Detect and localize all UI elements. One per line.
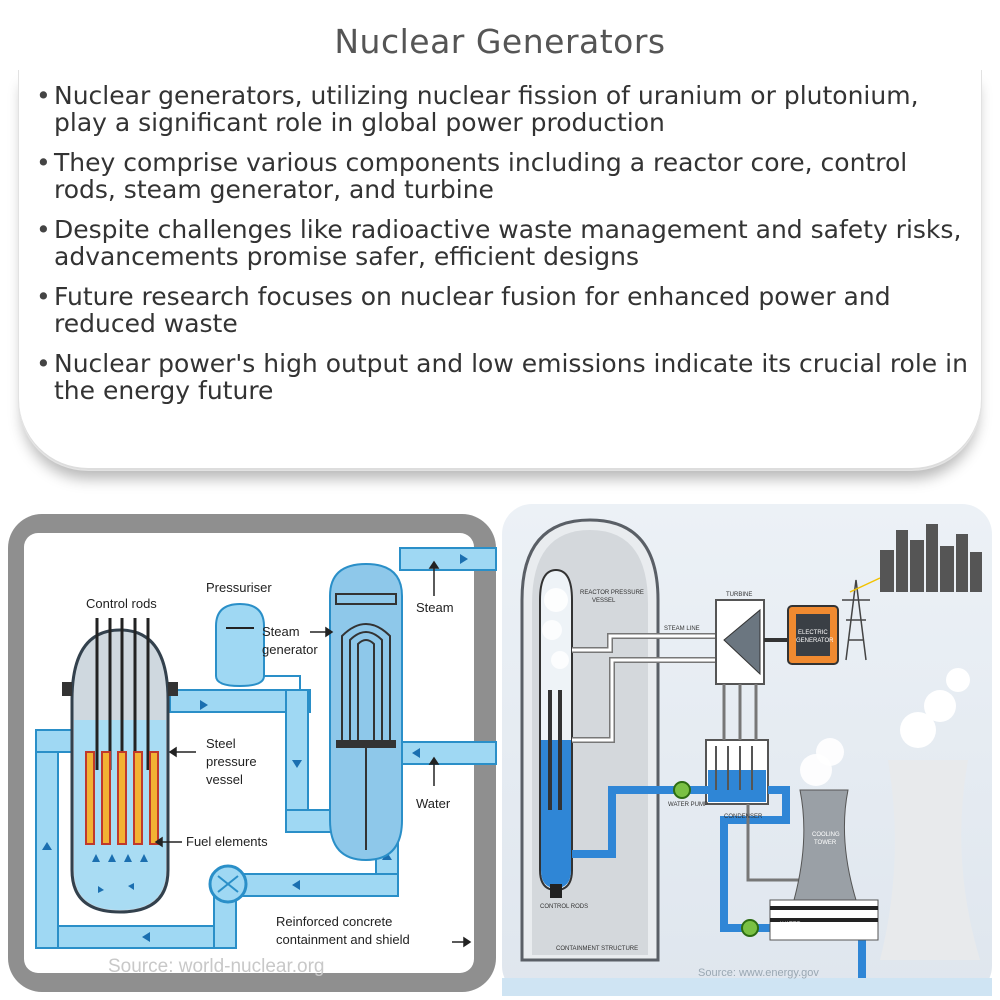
bullet-item: Future research focuses on nuclear fusio… xyxy=(36,283,976,337)
control-rods xyxy=(95,618,150,770)
label-water-pump: WATER PUMP xyxy=(668,802,708,808)
turbine xyxy=(715,599,790,685)
background-cooling-tower xyxy=(880,668,980,960)
label-containment-2: containment and shield xyxy=(276,932,410,947)
core-flow-arrows xyxy=(92,854,148,893)
label-steam-generator-2: generator xyxy=(262,642,318,657)
right-source-credit: Source: www.energy.gov xyxy=(698,967,819,979)
label-turbine: TURBINE xyxy=(726,592,752,598)
electric-generator xyxy=(787,605,839,665)
city-skyline xyxy=(880,524,982,592)
label-steam-generator-1: Steam xyxy=(262,624,300,639)
condenser xyxy=(705,739,769,805)
bullet-item: They comprise various components includi… xyxy=(36,149,976,203)
label-generator-1: ELECTRIC xyxy=(798,630,828,636)
left-source-credit: Source: world-nuclear.org xyxy=(108,956,325,977)
bullet-item: Despite challenges like radioactive wast… xyxy=(36,216,976,270)
water-pump xyxy=(673,781,759,937)
bullet-list: Nuclear generators, utilizing nuclear fi… xyxy=(36,82,976,417)
label-control-rods: Control rods xyxy=(86,596,157,611)
bullet-card xyxy=(18,70,982,471)
transmission-tower xyxy=(842,577,881,661)
label-containment: CONTAINMENT STRUCTURE xyxy=(556,946,638,952)
label-steel-3: vessel xyxy=(206,772,243,787)
label-steel-2: pressure xyxy=(206,754,257,769)
label-containment-1: Reinforced concrete xyxy=(276,914,392,929)
page-title: Nuclear Generators xyxy=(334,22,666,61)
turbine-condenser-pipes xyxy=(722,684,800,882)
cooling-tower xyxy=(769,738,879,941)
coolant-pump xyxy=(208,864,248,904)
label-water-right: WATER xyxy=(780,922,802,928)
label-control-rods-right: CONTROL RODS xyxy=(540,904,588,910)
label-pointers xyxy=(154,560,472,948)
coolant-loop xyxy=(35,547,497,949)
steam-line-inner xyxy=(572,634,724,742)
label-water: Water xyxy=(416,796,451,811)
label-reactor-2: VESSEL xyxy=(592,598,616,604)
water-surface xyxy=(502,978,992,996)
label-steam-line: STEAM LINE xyxy=(664,626,700,632)
label-generator-2: GENERATOR xyxy=(796,638,834,644)
label-pressuriser: Pressuriser xyxy=(206,580,272,595)
bullet-item: Nuclear generators, utilizing nuclear fi… xyxy=(36,82,976,136)
pressuriser xyxy=(215,602,265,688)
reactor-pressure-vessel xyxy=(539,568,573,898)
steam-generator xyxy=(329,562,403,862)
label-cooling-1: COOLING xyxy=(812,832,840,838)
label-reactor-1: REACTOR PRESSURE xyxy=(580,590,644,596)
fuel-elements xyxy=(85,751,159,845)
label-condenser: CONDENSER xyxy=(724,814,763,820)
label-steel-1: Steel xyxy=(206,736,236,751)
label-steam: Steam xyxy=(416,600,454,615)
label-fuel-elements: Fuel elements xyxy=(186,834,268,849)
label-cooling-2: TOWER xyxy=(814,840,837,846)
bullet-item: Nuclear power's high output and low emis… xyxy=(36,350,976,404)
